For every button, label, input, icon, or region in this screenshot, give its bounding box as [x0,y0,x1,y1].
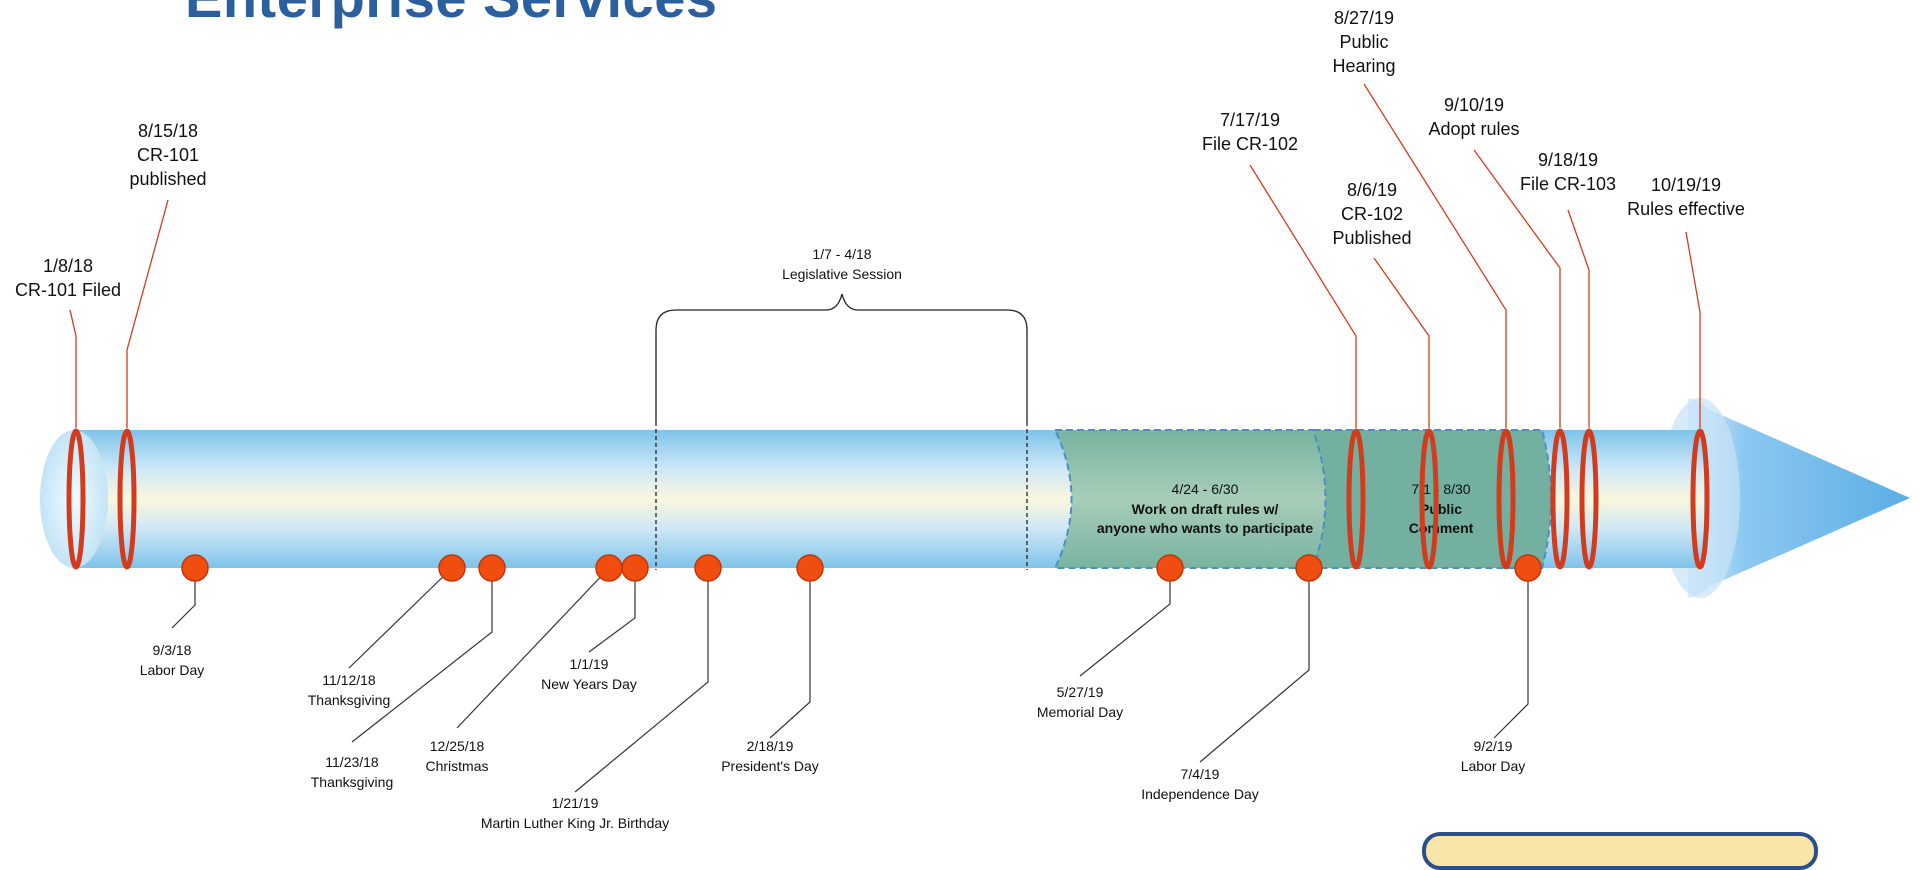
holiday-name-thanksgiving-11-12: Thanksgiving [308,692,391,708]
timeline-diagram: 1/7 - 4/18 Legislative Session 4/24 - 6/… [15,8,1910,831]
milestone-ring-cr101-published [117,428,137,570]
holiday-marker-labor-day-2019 [1514,554,1542,582]
milestone-label-rules-effective-line2: Rules effective [1627,199,1745,219]
holiday-date-thanksgiving-11-23: 11/23/18 [325,754,379,770]
public-comment-date: 7/1 - 8/30 [1411,481,1470,497]
holiday-leader-new-years-day [588,568,636,653]
holiday-date-new-years-day: 1/1/19 [570,656,609,672]
holiday-name-independence-day: Independence Day [1141,786,1259,802]
milestone-leader-rules-effective [1685,231,1701,428]
tube-start-cap [40,430,108,568]
holiday-date-presidents-day: 2/18/19 [747,738,794,754]
milestone-leader-adopt-rules [1473,149,1561,428]
holiday-name-new-years-day: New Years Day [541,676,637,692]
milestone-leader-public-hearing [1363,83,1507,428]
milestone-label-cr101-filed-line1: 1/8/18 [43,256,93,276]
holiday-marker-labor-day-2018 [181,554,209,582]
holiday-leader-presidents-day [769,568,811,739]
holiday-marker-new-years-day [621,554,649,582]
holiday-name-thanksgiving-11-23: Thanksgiving [311,774,394,790]
holiday-date-labor-day-2018: 9/3/18 [153,642,192,658]
milestone-label-cr101-filed-line2: CR-101 Filed [15,280,121,300]
holiday-date-labor-day-2019: 9/2/19 [1474,738,1513,754]
holiday-marker-christmas [595,554,623,582]
milestone-leader-file-cr102 [1249,164,1357,428]
milestone-leader-cr101-filed [69,309,77,428]
phase-draft-rules [1053,429,1330,569]
milestone-label-file-cr102-line2: File CR-102 [1202,134,1298,154]
milestone-label-file-cr102-line1: 7/17/19 [1220,110,1280,130]
timeline-stage: Enterprise Services [15,0,1910,870]
draft-rules-label-line1: Work on draft rules w/ [1132,501,1279,517]
milestone-label-cr102-published-line3: Published [1332,228,1411,248]
public-comment-label-line1: Public [1420,501,1462,517]
milestone-label-public-hearing-line2: Public [1339,32,1388,52]
milestone-leader-cr101-published [126,199,169,428]
draft-rules-date: 4/24 - 6/30 [1172,481,1239,497]
holiday-marker-mlk-birthday [694,554,722,582]
legislative-session-date: 1/7 - 4/18 [812,246,871,262]
legislative-session-brace [655,293,1028,422]
milestone-label-file-cr103-line1: 9/18/19 [1538,150,1598,170]
holiday-leader-thanksgiving-11-12 [348,567,453,669]
milestone-label-public-hearing-line3: Hearing [1332,56,1395,76]
milestone-label-file-cr103-line2: File CR-103 [1520,174,1616,194]
public-comment-label-line2: Comment [1409,520,1474,536]
header-logo: Enterprise Services [95,0,717,30]
holiday-name-memorial-day: Memorial Day [1037,704,1123,720]
holiday-date-independence-day: 7/4/19 [1181,766,1220,782]
milestone-ring-cr101-filed [66,428,86,570]
milestone-ring-rules-effective [1690,428,1710,570]
milestone-label-public-hearing-line1: 8/27/19 [1334,8,1394,28]
logo-text: Enterprise Services [185,0,717,30]
draft-rules-label-line2: anyone who wants to participate [1097,520,1313,536]
holiday-leader-mlk-birthday [574,568,709,793]
holiday-marker-memorial-day [1156,554,1184,582]
milestone-ring-file-cr102 [1346,428,1366,570]
holiday-leader-thanksgiving-11-23 [351,568,493,743]
holiday-date-christmas: 12/25/18 [430,738,485,754]
holiday-date-memorial-day: 5/27/19 [1057,684,1104,700]
milestone-ring-public-hearing [1496,428,1516,570]
milestone-ring-file-cr103 [1579,428,1599,570]
holiday-leader-labor-day-2019 [1493,568,1529,739]
legend-box [1422,832,1818,870]
holiday-marker-presidents-day [796,554,824,582]
milestone-label-cr101-published-line3: published [129,169,206,189]
holiday-name-labor-day-2019: Labor Day [1461,758,1526,774]
holiday-name-christmas: Christmas [425,758,488,774]
milestone-ring-adopt-rules [1550,428,1570,570]
milestone-rings [66,428,1710,570]
holiday-leader-memorial-day [1079,568,1171,677]
milestone-leader-cr102-published [1373,257,1430,428]
arrow-head [1688,398,1910,598]
holiday-name-presidents-day: President's Day [721,758,819,774]
milestone-label-rules-effective-line1: 10/19/19 [1651,175,1721,195]
holiday-marker-independence-day [1295,554,1323,582]
milestone-leader-file-cr103 [1567,209,1590,428]
holiday-marker-thanksgiving-11-12 [438,554,466,582]
holiday-name-mlk-birthday: Martin Luther King Jr. Birthday [481,815,669,831]
holiday-date-thanksgiving-11-12: 11/12/18 [322,672,376,688]
milestone-label-cr102-published-line2: CR-102 [1341,204,1403,224]
holiday-name-labor-day-2018: Labor Day [140,662,205,678]
milestone-label-cr102-published-line1: 8/6/19 [1347,180,1397,200]
holiday-leader-christmas [456,567,610,729]
milestone-label-cr101-published-line1: 8/15/18 [138,121,198,141]
holiday-date-mlk-birthday: 1/21/19 [552,795,599,811]
legislative-session-label: Legislative Session [782,266,902,282]
milestone-ring-cr102-published [1419,428,1439,570]
holiday-leader-independence-day [1199,568,1310,763]
milestone-label-adopt-rules-line2: Adopt rules [1428,119,1519,139]
phase-public-comment [1311,429,1552,569]
holiday-marker-thanksgiving-11-23 [478,554,506,582]
milestone-label-adopt-rules-line1: 9/10/19 [1444,95,1504,115]
milestone-label-cr101-published-line2: CR-101 [137,145,199,165]
